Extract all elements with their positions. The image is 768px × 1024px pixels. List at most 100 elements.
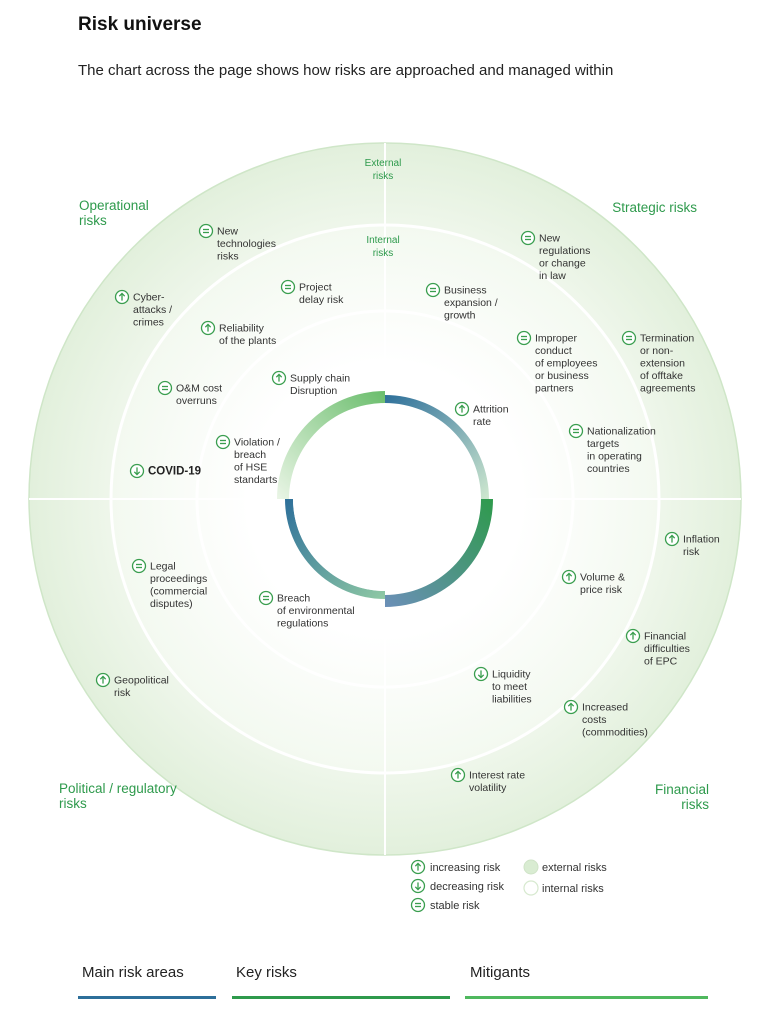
decreasing-risk-icon	[129, 463, 145, 479]
center-arc-bottom-right	[385, 499, 493, 607]
svg-text:regulations: regulations	[277, 618, 328, 630]
stable-risk-icon	[410, 897, 426, 913]
increasing-risk-icon	[410, 859, 426, 875]
svg-text:Disruption: Disruption	[290, 385, 337, 397]
svg-text:stable risk: stable risk	[430, 900, 480, 912]
stable-risk-icon	[215, 434, 231, 450]
tab-mitigants-underline	[465, 996, 708, 999]
svg-text:Violation /: Violation /	[234, 437, 280, 449]
tab-main-risk-areas-underline	[78, 996, 216, 999]
svg-text:Financial: Financial	[655, 782, 709, 797]
legend-external: external risks	[523, 859, 607, 875]
svg-text:extension: extension	[640, 358, 685, 370]
svg-text:(commercial: (commercial	[150, 586, 207, 598]
stable-risk-icon	[516, 330, 532, 346]
svg-text:Volume &: Volume &	[580, 572, 625, 584]
svg-text:disputes): disputes)	[150, 598, 193, 610]
stable-risk-icon	[157, 380, 173, 396]
svg-text:of offtake: of offtake	[640, 370, 683, 382]
tab-main-risk-areas[interactable]: Main risk areas	[82, 964, 184, 981]
svg-text:price risk: price risk	[580, 584, 623, 596]
risk-universe-diagram: External risks Internal risks Operationa…	[28, 142, 742, 913]
svg-text:costs: costs	[582, 714, 607, 726]
svg-text:targets: targets	[587, 438, 619, 450]
svg-text:Improper: Improper	[535, 333, 578, 345]
svg-text:risks: risks	[681, 797, 709, 812]
increasing-risk-icon	[625, 628, 641, 644]
svg-text:risks: risks	[373, 248, 394, 259]
svg-text:Financial: Financial	[644, 631, 686, 643]
svg-text:Increased: Increased	[582, 702, 628, 714]
svg-text:increasing risk: increasing risk	[430, 862, 501, 874]
svg-text:risks: risks	[59, 796, 87, 811]
increasing-risk-icon	[563, 699, 579, 715]
svg-text:liabilities: liabilities	[492, 694, 532, 706]
risk-item-volume-price[interactable]: Volume &price risk	[561, 569, 625, 597]
svg-text:countries: countries	[587, 463, 630, 475]
svg-text:or business: or business	[535, 370, 589, 382]
decreasing-risk-icon	[473, 666, 489, 682]
risk-item-covid-19[interactable]: COVID-19	[129, 463, 202, 479]
svg-text:Legal: Legal	[150, 561, 176, 573]
svg-text:Supply chain: Supply chain	[290, 373, 350, 385]
tab-key-risks[interactable]: Key risks	[236, 964, 297, 981]
svg-text:Nationalization: Nationalization	[587, 426, 656, 438]
svg-text:decreasing risk: decreasing risk	[430, 881, 504, 893]
svg-text:risks: risks	[79, 213, 107, 228]
svg-text:or change: or change	[539, 258, 586, 270]
svg-text:(commodities): (commodities)	[582, 727, 648, 739]
svg-text:Cyber-: Cyber-	[133, 292, 165, 304]
svg-text:crimes: crimes	[133, 317, 164, 329]
tab-mitigants[interactable]: Mitigants	[470, 964, 531, 981]
svg-text:standarts: standarts	[234, 474, 277, 486]
stable-risk-icon	[131, 558, 147, 574]
svg-text:in law: in law	[539, 270, 566, 282]
legend-decreasing: decreasing risk	[410, 878, 504, 894]
svg-text:of environmental: of environmental	[277, 605, 355, 617]
svg-text:Inflation: Inflation	[683, 534, 720, 546]
svg-text:risk: risk	[114, 687, 131, 699]
svg-text:New: New	[539, 233, 560, 245]
svg-text:of EPC: of EPC	[644, 656, 678, 668]
svg-text:COVID-19: COVID-19	[148, 466, 201, 478]
svg-text:Interest rate: Interest rate	[469, 770, 525, 782]
svg-text:rate: rate	[473, 416, 491, 428]
svg-text:or non-: or non-	[640, 345, 674, 357]
svg-text:O&M cost: O&M cost	[176, 383, 222, 395]
center-arc-top-right	[385, 395, 489, 499]
svg-text:Liquidity: Liquidity	[492, 669, 531, 681]
risk-item-cyber-attacks[interactable]: Cyber-attacks /crimes	[114, 289, 173, 329]
svg-text:proceedings: proceedings	[150, 573, 207, 585]
svg-text:of HSE: of HSE	[234, 462, 267, 474]
center-arc-bottom-left	[285, 499, 385, 599]
center-hole	[293, 407, 477, 591]
svg-text:attacks /: attacks /	[133, 304, 172, 316]
sector-label-strategic: Strategic risks	[612, 200, 697, 215]
svg-text:external risks: external risks	[542, 862, 607, 874]
legend-internal: internal risks	[523, 880, 604, 896]
svg-text:agreements: agreements	[640, 383, 695, 395]
stable-risk-icon	[280, 279, 296, 295]
svg-text:overruns: overruns	[176, 395, 217, 407]
